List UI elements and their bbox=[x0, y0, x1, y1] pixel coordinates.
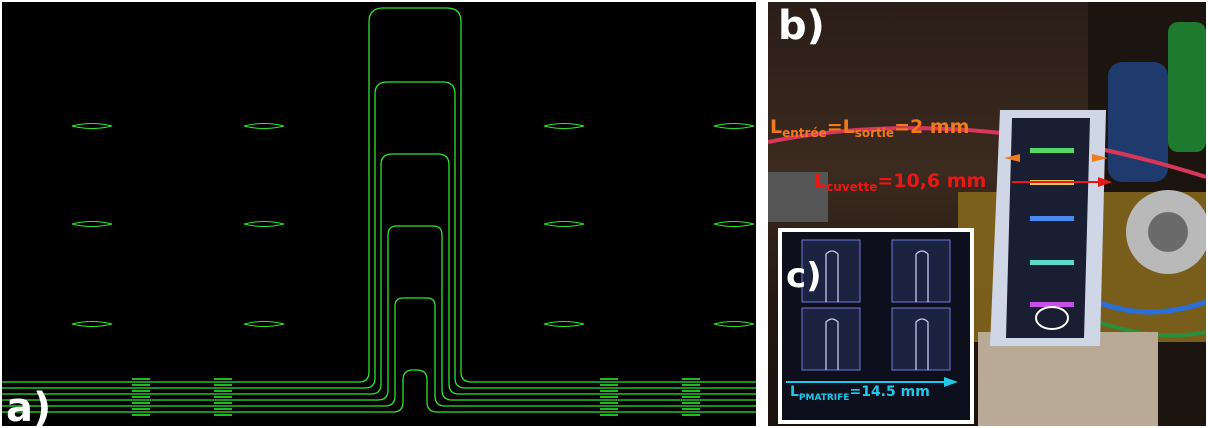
microchannel-4 bbox=[2, 225, 756, 401]
channel-tick-label bbox=[682, 378, 700, 380]
channel-tick-label bbox=[132, 384, 150, 386]
channel-tick-label bbox=[682, 390, 700, 392]
chip-slit bbox=[1030, 260, 1074, 265]
matrix-photo-illustration bbox=[782, 232, 970, 420]
microchannel-1 bbox=[2, 7, 756, 383]
alignment-mark-1-2 bbox=[243, 321, 285, 327]
channel-tick-label bbox=[682, 402, 700, 404]
cell-photo-illustration bbox=[768, 2, 1206, 426]
channel-tick-label bbox=[600, 390, 618, 392]
channel-tick-label bbox=[132, 390, 150, 392]
panel-b-letter: b) bbox=[778, 3, 825, 49]
base-plate bbox=[978, 332, 1158, 426]
channel-tick-label bbox=[682, 396, 700, 398]
channel-tick-label bbox=[132, 402, 150, 404]
matrix-unit-0 bbox=[801, 239, 861, 303]
alignment-mark-0-0 bbox=[71, 123, 113, 129]
annotation-cuvette: Lcuvette=10,6 mm bbox=[814, 170, 987, 194]
panel-b-photo: b) Lentrée=Lsortie=2 mm Lcuvette=10,6 mm bbox=[768, 2, 1206, 426]
alignment-mark-3-2 bbox=[713, 321, 755, 327]
channel-tick-label bbox=[214, 402, 232, 404]
channel-tick-label bbox=[214, 408, 232, 410]
green-cable bbox=[1168, 22, 1206, 152]
channel-tick-label bbox=[214, 384, 232, 386]
alignment-mark-1-0 bbox=[243, 123, 285, 129]
channel-tick-label bbox=[132, 408, 150, 410]
alignment-mark-2-2 bbox=[543, 321, 585, 327]
alignment-mark-0-1 bbox=[71, 221, 113, 227]
matrix-unit-3 bbox=[891, 307, 951, 371]
microchannel-2 bbox=[2, 81, 756, 389]
panel-a-mask-layout: a) bbox=[2, 2, 756, 426]
channel-tick-label bbox=[214, 414, 232, 416]
channel-tick-label bbox=[214, 378, 232, 380]
panel-c-letter: c) bbox=[786, 256, 822, 296]
microchannel-6 bbox=[2, 369, 756, 413]
matrix-channel-1 bbox=[915, 250, 929, 302]
blue-cable bbox=[1108, 62, 1168, 182]
channel-tick-label bbox=[600, 378, 618, 380]
alignment-mark-3-0 bbox=[713, 123, 755, 129]
annotation-pmatrife: LPMATRIFE=14.5 mm bbox=[790, 384, 930, 403]
channel-tick-label bbox=[214, 390, 232, 392]
matrix-unit-1 bbox=[891, 239, 951, 303]
arrow-sortie bbox=[1092, 154, 1108, 162]
channel-tick-label bbox=[600, 402, 618, 404]
arrow-pmatrife bbox=[944, 377, 958, 387]
alignment-mark-2-1 bbox=[543, 221, 585, 227]
chip-slit bbox=[1030, 148, 1074, 153]
matrix-channel-0 bbox=[825, 250, 839, 302]
panel-a-letter: a) bbox=[6, 385, 52, 426]
channel-tick-label bbox=[682, 414, 700, 416]
channel-tick-label bbox=[132, 414, 150, 416]
blue-wire bbox=[1097, 299, 1206, 315]
microchannel-3 bbox=[2, 153, 756, 395]
arrow-entree bbox=[1004, 154, 1020, 162]
annotation-entree-sortie: Lentrée=Lsortie=2 mm bbox=[770, 116, 970, 140]
matrix-channel-2 bbox=[825, 318, 839, 370]
panel-c-photo: c) LPMATRIFE=14.5 mm bbox=[778, 228, 974, 424]
channel-tick-label bbox=[214, 396, 232, 398]
channel-tick-label bbox=[682, 384, 700, 386]
channel-tick-label bbox=[132, 396, 150, 398]
channel-tick-label bbox=[600, 408, 618, 410]
channel-tick-label bbox=[682, 408, 700, 410]
channel-tick-label bbox=[600, 384, 618, 386]
alignment-mark-0-2 bbox=[71, 321, 113, 327]
microchannel-5 bbox=[2, 297, 756, 407]
alignment-mark-1-1 bbox=[243, 221, 285, 227]
chip-slit bbox=[1030, 302, 1074, 307]
matrix-unit-2 bbox=[801, 307, 861, 371]
chip-slit bbox=[1030, 216, 1074, 221]
matrix-channel-3 bbox=[915, 318, 929, 370]
clamp-left bbox=[768, 172, 828, 222]
arrow-cuvette bbox=[1098, 177, 1112, 187]
channel-tick-label bbox=[132, 378, 150, 380]
bubble-outline bbox=[1035, 306, 1069, 330]
chip-cavity bbox=[1006, 118, 1090, 338]
channel-tick-label bbox=[600, 396, 618, 398]
mask-layout-drawing bbox=[2, 7, 756, 416]
alignment-mark-3-1 bbox=[713, 221, 755, 227]
channel-tick-label bbox=[600, 414, 618, 416]
alignment-mark-2-0 bbox=[543, 123, 585, 129]
pink-wire bbox=[768, 126, 1206, 179]
